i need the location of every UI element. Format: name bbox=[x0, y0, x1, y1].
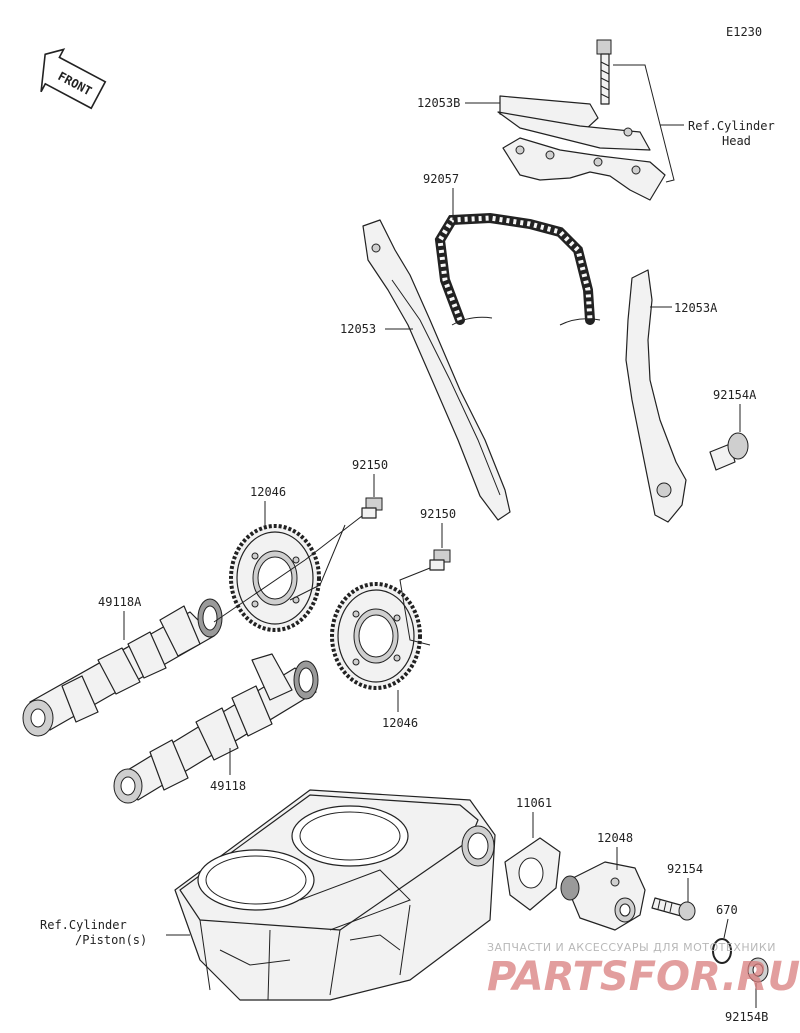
diagram-code: E1230 bbox=[726, 25, 762, 39]
label-12053A: 12053A bbox=[674, 301, 718, 315]
label-12053B: 12053B bbox=[417, 96, 460, 110]
front-chain-guide bbox=[362, 219, 511, 521]
sprocket-bolt-a bbox=[361, 497, 383, 519]
tensioner-bolt bbox=[651, 897, 696, 921]
label-49118: 49118 bbox=[210, 779, 246, 793]
upper-chain-guide bbox=[497, 95, 666, 201]
watermark-tagline: ЗАПЧАСТИ И АКСЕССУАРЫ ДЛЯ МОТОТЕХНИКИ bbox=[487, 941, 776, 954]
label-92150-b: 92150 bbox=[420, 507, 456, 521]
camshaft-49118 bbox=[113, 653, 319, 804]
front-arrow-icon: FRONT bbox=[40, 48, 107, 110]
plug-92154B bbox=[747, 957, 769, 983]
cylinder-block bbox=[174, 789, 496, 1001]
bolt-leader-b bbox=[399, 567, 431, 646]
ref-head-text-1: Ref.Cylinder bbox=[688, 119, 775, 133]
label-12048: 12048 bbox=[597, 831, 633, 845]
leader-670 bbox=[723, 918, 729, 939]
cam-sprocket-lower bbox=[330, 582, 422, 690]
ref-head-text-2: Head bbox=[722, 134, 751, 148]
bolt-leader-a bbox=[289, 515, 363, 601]
label-49118A: 49118A bbox=[98, 595, 142, 609]
chain-tensioner bbox=[560, 861, 646, 931]
o-ring-670 bbox=[712, 938, 732, 964]
label-11061: 11061 bbox=[516, 796, 552, 810]
label-92150-a: 92150 bbox=[352, 458, 388, 472]
sprocket-bolt-b bbox=[429, 549, 451, 571]
guide-bolt bbox=[596, 39, 612, 105]
label-12046-a: 12046 bbox=[250, 485, 286, 499]
tensioner-guide bbox=[625, 269, 687, 523]
pivot-bolt-92154A bbox=[709, 432, 749, 471]
ref-piston-text-1: Ref.Cylinder bbox=[40, 918, 127, 932]
leader-sprocket-to-cam-a bbox=[213, 559, 306, 623]
ref-head-bracket bbox=[613, 64, 675, 183]
camshaft-49118A bbox=[22, 598, 223, 737]
label-12053: 12053 bbox=[340, 322, 376, 336]
label-92154B: 92154B bbox=[725, 1010, 768, 1024]
label-92154A: 92154A bbox=[713, 388, 757, 402]
watermark-brand: PARTSFOR.RU bbox=[487, 954, 800, 1000]
timing-chain bbox=[434, 212, 601, 326]
tensioner-gasket bbox=[504, 837, 561, 911]
cam-sprocket-upper bbox=[229, 524, 321, 632]
ref-piston-text-2: /Piston(s) bbox=[75, 933, 147, 947]
label-92057: 92057 bbox=[423, 172, 459, 186]
label-12046-b: 12046 bbox=[382, 716, 418, 730]
label-92154: 92154 bbox=[667, 862, 703, 876]
label-670: 670 bbox=[716, 903, 738, 917]
